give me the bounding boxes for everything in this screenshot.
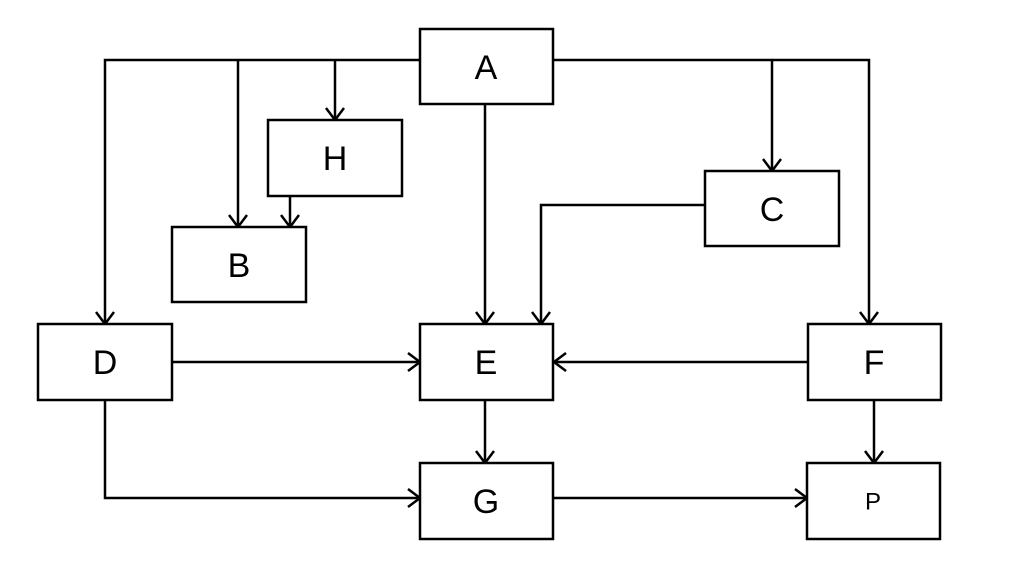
node-a-label: A: [475, 49, 498, 87]
node-p-label: P: [865, 489, 881, 516]
edge-a-to-d: [103, 58, 420, 322]
node-e: E: [418, 322, 555, 402]
node-e-label: E: [475, 344, 498, 382]
node-d: D: [36, 322, 174, 402]
node-f-label: F: [864, 344, 885, 382]
node-d-label: D: [93, 344, 118, 382]
node-p-box: [805, 461, 942, 541]
node-c-box: [703, 169, 841, 248]
node-g-label: G: [473, 483, 499, 521]
node-h-label: H: [323, 140, 348, 178]
node-p: P: [805, 461, 942, 541]
node-h: H: [266, 118, 404, 198]
node-b-label: B: [228, 247, 251, 285]
edges: [95, 58, 884, 508]
node-h-box: [266, 118, 404, 198]
node-f: F: [806, 322, 943, 402]
node-g: G: [418, 461, 555, 541]
edge-c-to-e: [539, 203, 705, 322]
node-c: C: [703, 169, 841, 248]
node-g-box: [418, 461, 555, 541]
edge-d-to-g: [103, 400, 418, 500]
node-a: A: [418, 27, 555, 106]
node-f-box: [806, 322, 943, 402]
node-b-box: [170, 225, 308, 304]
node-c-label: C: [760, 191, 785, 229]
edge-a-to-f: [772, 58, 871, 322]
node-a-box: [418, 27, 555, 106]
node-b: B: [170, 225, 308, 304]
node-d-box: [36, 322, 174, 402]
edge-a-to-c: [553, 58, 774, 169]
node-e-box: [418, 322, 555, 402]
nodes: A H B C D E F G: [36, 27, 943, 541]
